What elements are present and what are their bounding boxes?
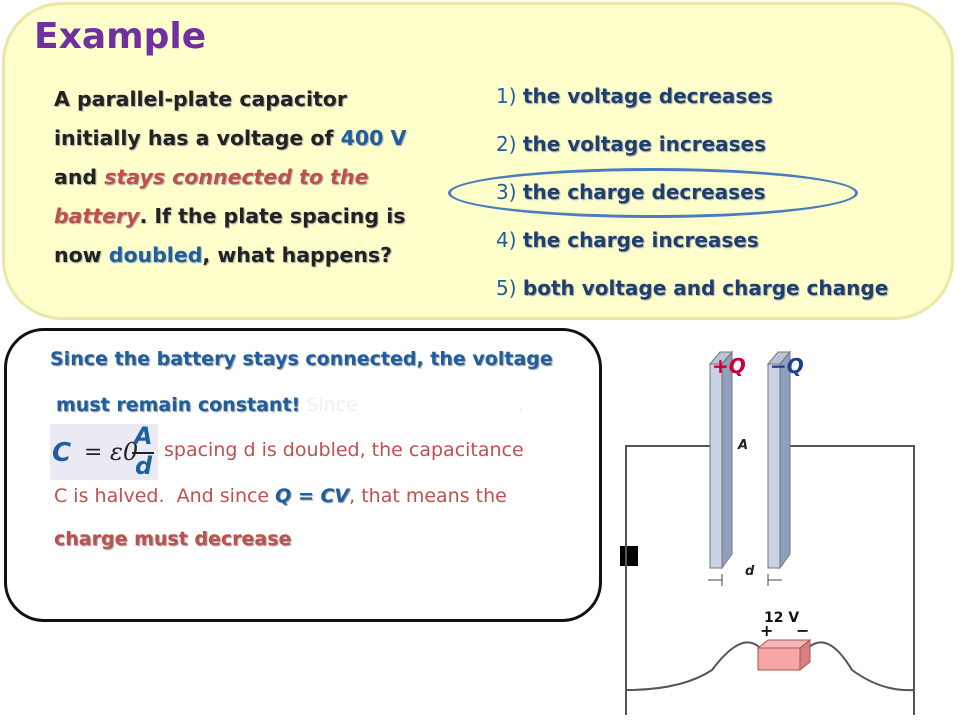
that-means-text: , that means the bbox=[349, 485, 507, 507]
plate-gap-label: d bbox=[745, 564, 755, 579]
option-1[interactable]: 1) the voltage decreases bbox=[496, 80, 888, 128]
left-plate-side bbox=[721, 350, 733, 570]
question-part-2: and bbox=[54, 165, 105, 189]
right-plate-side bbox=[779, 350, 791, 570]
option-number: 4) bbox=[496, 228, 517, 252]
negative-charge-label: −Q bbox=[770, 354, 804, 378]
black-marker bbox=[620, 546, 638, 566]
option-2[interactable]: 2) the voltage increases bbox=[496, 128, 888, 176]
halved-text: C is halved. bbox=[54, 485, 165, 507]
positive-charge-label: +Q bbox=[712, 354, 746, 378]
battery-body bbox=[757, 647, 801, 671]
question-part-4: , what happens? bbox=[202, 243, 393, 267]
question-voltage: 400 V bbox=[340, 126, 407, 150]
faded-comma: , bbox=[517, 394, 524, 416]
option-text: the voltage increases bbox=[522, 132, 766, 156]
option-number: 5) bbox=[496, 276, 517, 300]
correct-answer-circle bbox=[448, 168, 858, 218]
qcv-text: Q = CV bbox=[275, 485, 350, 507]
option-number: 1) bbox=[496, 84, 517, 108]
battery-voltage-label: 12 V bbox=[764, 610, 800, 626]
capacitor-circuit-diagram: + − bbox=[622, 330, 942, 715]
left-plate-front bbox=[709, 363, 723, 569]
faded-text: Since bbox=[300, 394, 358, 416]
explanation-conclusion: charge must decrease bbox=[54, 528, 292, 550]
formula-denominator: d bbox=[135, 452, 153, 480]
explanation-line-1: Since the battery stays connected, the v… bbox=[50, 348, 553, 370]
battery-plus-sign: + bbox=[760, 621, 773, 640]
option-text: the voltage decreases bbox=[522, 84, 773, 108]
question-part-3: . If the plate spacing is now bbox=[54, 204, 406, 267]
explanation-line-3: spacing d is doubled, the capacitance bbox=[164, 439, 524, 461]
question-connected: stays connected to the battery bbox=[54, 165, 369, 228]
question-panel bbox=[2, 2, 954, 320]
plate-area-label: A bbox=[738, 438, 749, 453]
circuit-svg: + − bbox=[625, 350, 915, 715]
battery-side bbox=[799, 638, 811, 672]
capacitance-formula: C = ε0 A d bbox=[50, 422, 158, 480]
formula-numerator: A bbox=[134, 422, 153, 450]
option-text: both voltage and charge change bbox=[522, 276, 889, 300]
question-part-1: A parallel-plate capacitor initially has… bbox=[54, 87, 347, 150]
explanation-line-4: C is halved. And since Q = CV, that mean… bbox=[54, 485, 507, 507]
option-4[interactable]: 4) the charge increases bbox=[496, 224, 888, 272]
formula-equals: = bbox=[84, 440, 103, 465]
slide-title: Example bbox=[34, 16, 207, 57]
battery-minus-sign: − bbox=[796, 621, 809, 640]
formula-c: C bbox=[52, 438, 72, 468]
since-text: And since bbox=[176, 485, 276, 507]
constant-voltage-text: must remain constant! bbox=[56, 394, 301, 416]
question-text: A parallel-plate capacitor initially has… bbox=[54, 80, 434, 275]
option-text: the charge increases bbox=[522, 228, 759, 252]
formula-fraction-bar bbox=[132, 452, 154, 454]
explanation-line-2: must remain constant! Since, bbox=[56, 394, 524, 416]
option-5[interactable]: 5) both voltage and charge change bbox=[496, 272, 888, 320]
left-wire bbox=[625, 445, 712, 715]
option-number: 2) bbox=[496, 132, 517, 156]
right-wire bbox=[788, 445, 915, 715]
right-plate-front bbox=[767, 363, 781, 569]
question-doubled: doubled bbox=[108, 243, 203, 267]
